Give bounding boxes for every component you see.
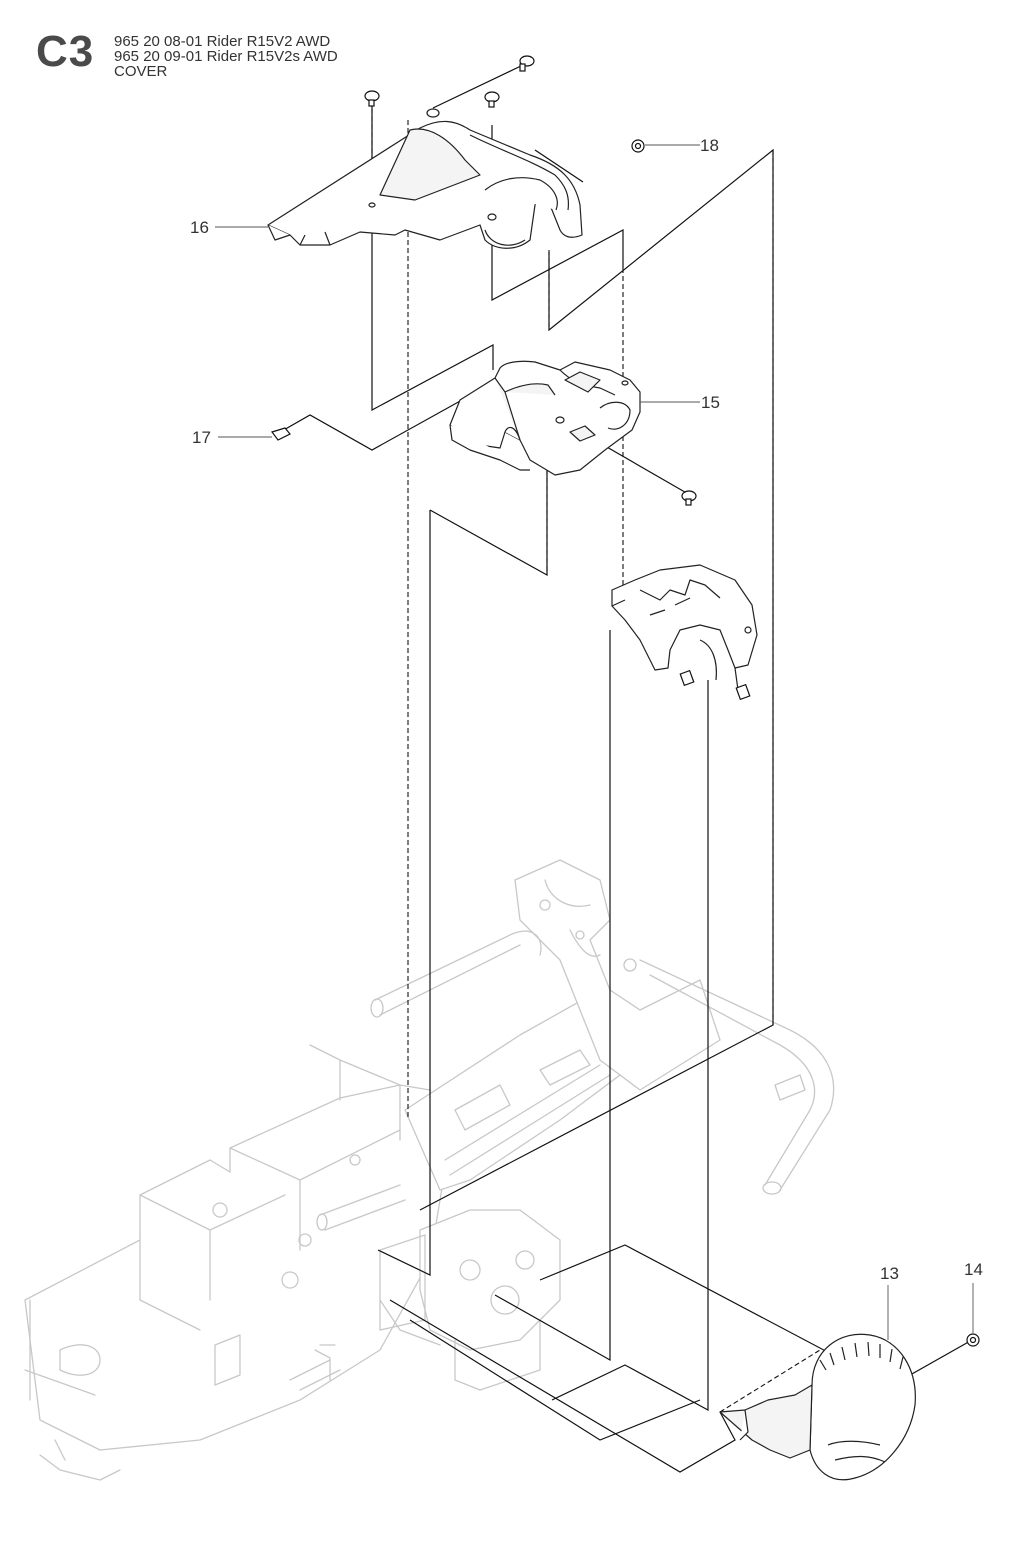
callout-16: 16 <box>190 218 209 237</box>
callout-17: 17 <box>192 428 211 447</box>
assembly-lines <box>274 64 973 1473</box>
screw-lower-cover <box>681 490 697 506</box>
header-text-block: 965 20 08-01 Rider R15V2 AWD 965 20 09-0… <box>114 34 338 79</box>
callout-15: 15 <box>701 393 720 412</box>
callout-14: 14 <box>964 1260 983 1279</box>
callout-13: 13 <box>880 1264 899 1283</box>
chassis-frame-ghost <box>24 859 835 1481</box>
screw-top-right <box>519 55 535 72</box>
part-17-clip <box>271 427 291 441</box>
hardware <box>271 55 980 1347</box>
part-16-upper-cover <box>267 108 583 249</box>
screw-top-middle <box>484 91 500 108</box>
model-line-2: 965 20 09-01 Rider R15V2s AWD <box>114 48 338 65</box>
steering-guide-plate <box>611 564 758 701</box>
model-line-1: 965 20 08-01 Rider R15V2 AWD <box>114 33 331 50</box>
section-code: C3 <box>36 27 95 76</box>
callout-18: 18 <box>700 136 719 155</box>
callout-leaders <box>215 144 974 1340</box>
screw-top-left <box>364 90 380 107</box>
callout-labels: 16 18 15 17 13 14 <box>190 136 983 1283</box>
part-15-lower-cover <box>449 360 641 476</box>
part-13-side-cover <box>719 1333 916 1481</box>
part-14-nut <box>966 1333 980 1347</box>
part-18-nut <box>631 139 645 153</box>
section-title: COVER <box>114 63 168 80</box>
